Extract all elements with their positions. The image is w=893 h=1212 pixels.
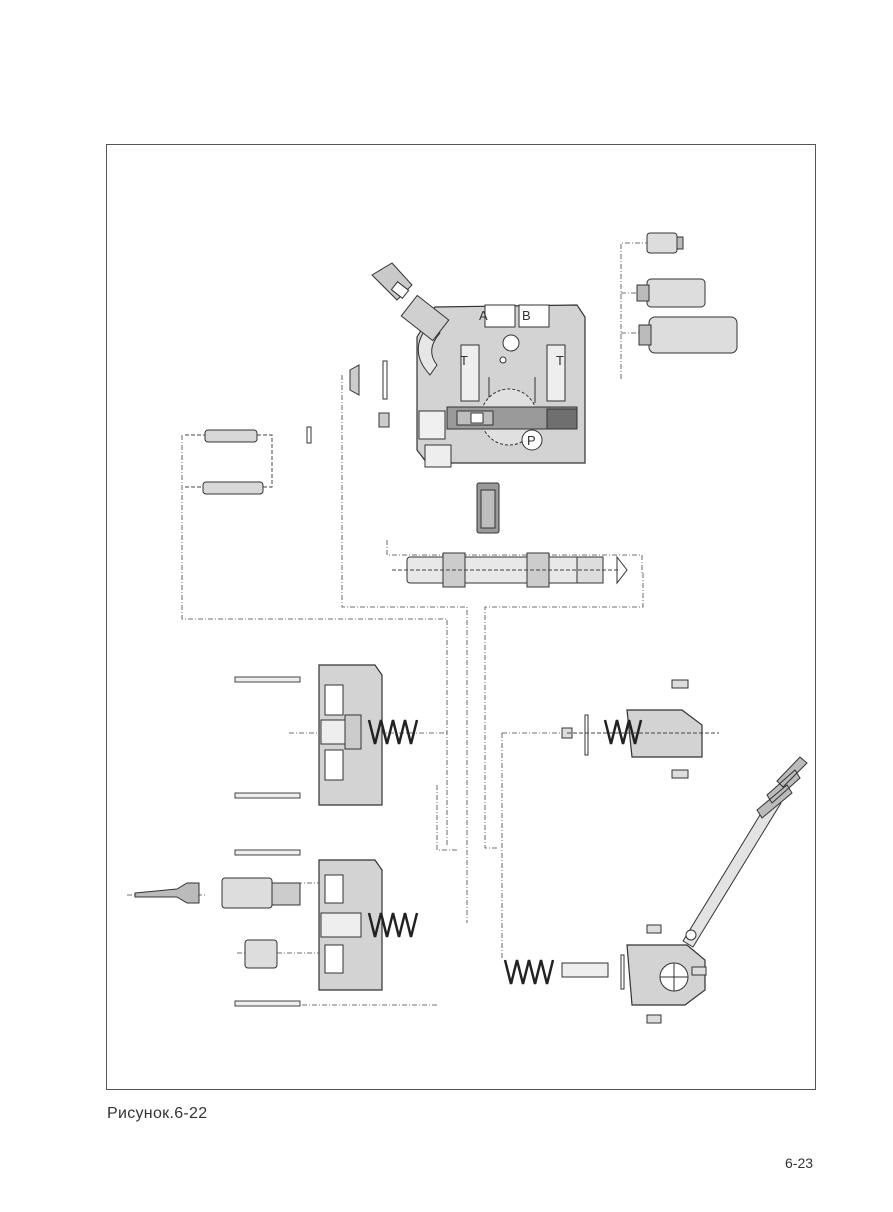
port-t-left-label: T bbox=[460, 353, 468, 368]
valve-main-body: A B T T P bbox=[371, 262, 586, 468]
exploded-view-figure: A B T T P bbox=[106, 144, 816, 1090]
spring-cap-upper bbox=[234, 664, 419, 806]
small-seal-parts bbox=[306, 360, 390, 444]
relief-valve-cartridges bbox=[185, 429, 273, 495]
page-number: 6-23 bbox=[785, 1155, 814, 1171]
detent-assembly bbox=[561, 679, 719, 779]
port-t-right-label: T bbox=[556, 353, 564, 368]
spring-cap-lower bbox=[134, 849, 419, 1007]
exploded-valve-diagram: A B T T P bbox=[127, 232, 808, 1024]
port-a-label: A bbox=[479, 308, 488, 323]
port-b-label: B bbox=[522, 308, 531, 323]
check-valve-insert bbox=[476, 482, 500, 534]
figure-caption: Рисунок.6-22 bbox=[107, 1105, 208, 1122]
port-p-label: P bbox=[527, 433, 536, 448]
spool-assembly bbox=[392, 552, 628, 588]
assembly-guide-lines bbox=[127, 242, 647, 1006]
control-lever-assembly bbox=[503, 756, 808, 1024]
inlet-fittings bbox=[636, 232, 738, 354]
